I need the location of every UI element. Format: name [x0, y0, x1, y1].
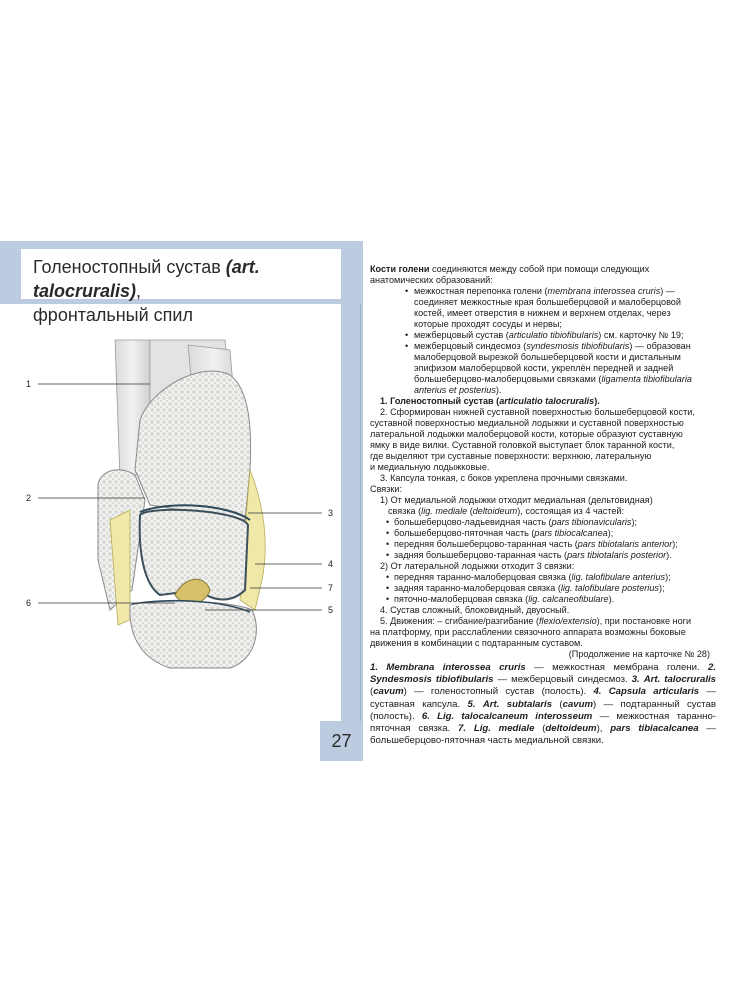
card-header-panel: [21, 249, 341, 299]
list-item: задняя таранно-малоберцовая связка (lig.…: [370, 583, 716, 594]
item-5: 5. Движения: – сгибание/разгибание (flex…: [380, 616, 692, 626]
list-item: пяточно-малоберцовая связка (lig. calcan…: [370, 594, 716, 605]
callout-2: 2: [26, 493, 32, 503]
list-item: большеберцово-ладьевидная часть (pars ti…: [370, 517, 716, 528]
bullet-syndesmosis: межберцовый синдесмоз (syndesmosis tibio…: [370, 341, 716, 352]
card-header: [0, 241, 363, 304]
list-item: задняя большеберцово-таранная часть (par…: [370, 550, 716, 561]
intro-line-2: анатомических образований:: [370, 275, 493, 285]
callout-6: 6: [26, 598, 32, 608]
item-4: 4. Сустав сложный, блоковидный, двуосный…: [380, 605, 570, 615]
intro-line: Кости голени соединяются между собой при…: [370, 264, 650, 274]
item-3: 3. Капсула тонкая, с боков укреплена про…: [380, 473, 628, 483]
callout-7: 7: [328, 583, 334, 593]
item-1-heading: 1. Голеностопный сустав (articulatio tal…: [380, 396, 600, 406]
continuation-note: (Продолжение на карточке № 28): [568, 649, 710, 659]
description-column: Кости голени соединяются между собой при…: [370, 264, 716, 660]
item-2: 2. Сформирован нижней суставной поверхно…: [380, 407, 695, 417]
ligament-medial: 1) От медиальной лодыжки отходит медиаль…: [380, 495, 653, 505]
figure-legend: 1. Membrana interossea cruris — межкостн…: [370, 662, 716, 747]
callout-1: 1: [26, 379, 32, 389]
card-title: Голеностопный сустав (art. talocruralis)…: [33, 257, 260, 325]
bullet-membrane: межкостная перепонка голени (membrana in…: [370, 286, 716, 297]
ligaments-heading: Связки:: [370, 484, 402, 494]
anatomy-card: Голеностопный сустав (art. talocruralis)…: [0, 241, 363, 761]
ligament-lateral: 2) От латеральной лодыжки отходит 3 связ…: [380, 561, 575, 571]
callout-4: 4: [328, 559, 334, 569]
list-item: передняя таранно-малоберцовая связка (li…: [370, 572, 716, 583]
callout-3: 3: [328, 508, 334, 518]
callout-5: 5: [328, 605, 334, 615]
bullet-articulatio: межберцовый сустав (articulatio tibiofib…: [370, 330, 716, 341]
page-number: 27: [320, 721, 363, 761]
card-side-strip: [341, 304, 363, 761]
ankle-joint-illustration: [38, 339, 322, 669]
list-item: большеберцово-пяточная часть (pars tibio…: [370, 528, 716, 539]
list-item: передняя большеберцово-таранная часть (p…: [370, 539, 716, 550]
card-divider: [360, 304, 361, 761]
